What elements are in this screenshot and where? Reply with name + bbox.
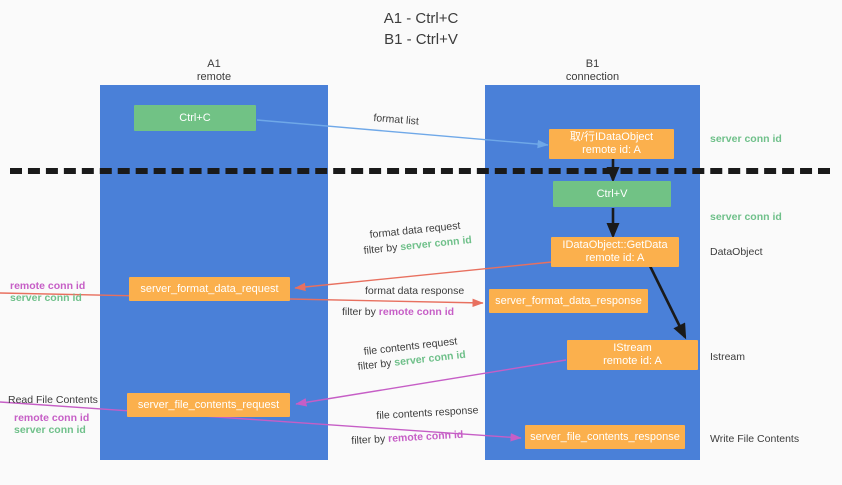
- right-label-server-conn-id-2: server conn id: [710, 211, 782, 223]
- left-label-remote-conn-id-1: remote conn id: [10, 280, 86, 292]
- label-format-list: format list: [372, 111, 420, 128]
- right-label-server-conn-id-1: server conn id: [710, 133, 782, 145]
- box-ctrl-c-line1: Ctrl+C: [179, 111, 211, 124]
- phase-separator: [10, 168, 830, 174]
- box-sfdresp-line1: server_format_data_response: [495, 294, 642, 307]
- box-server-file-contents-request[interactable]: server_file_contents_request: [127, 393, 290, 417]
- box-idataobject-getdata[interactable]: IDataObject::GetData remote id: A: [551, 237, 679, 267]
- left-label-server-conn-id-2: server conn id: [14, 424, 86, 436]
- box-sfcresp-line1: server_file_contents_response: [530, 430, 680, 443]
- filter-by-text-1: filter by: [363, 241, 398, 257]
- box-istream-line1: IStream: [613, 342, 652, 354]
- right-label-write-file-contents: Write File Contents: [710, 433, 800, 445]
- label-filter-by-remote-2: filter by remote conn id: [351, 428, 464, 448]
- filter-by-text-4: filter by: [351, 433, 386, 447]
- lane-a1-title: A1: [207, 58, 221, 70]
- filter-by-text-3: filter by: [357, 357, 393, 373]
- lane-header-b1: B1 connection: [485, 58, 700, 84]
- lane-b1-title: B1: [585, 58, 600, 70]
- label-filter-by-remote-1: filter by remote conn id: [342, 305, 454, 319]
- right-label-dataobject: DataObject: [710, 246, 763, 258]
- filter-by-text-2: filter by: [342, 306, 376, 318]
- box-set-idataobject-line1: 取/行IDataObject: [569, 131, 654, 143]
- box-getdata-line1: IDataObject::GetData: [562, 239, 668, 251]
- box-sfdreq-line1: server_format_data_request: [140, 282, 279, 295]
- box-ctrl-c[interactable]: Ctrl+C: [134, 105, 256, 131]
- box-ctrl-v[interactable]: Ctrl+V: [553, 181, 671, 207]
- box-server-format-data-response[interactable]: server_format_data_response: [489, 289, 648, 313]
- left-label-read-file-contents: Read File Contents: [8, 394, 98, 406]
- title-line-1: A1 - Ctrl+C: [383, 10, 459, 27]
- left-label-server-conn-id-1: server conn id: [10, 292, 82, 304]
- box-server-file-contents-response[interactable]: server_file_contents_response: [525, 425, 685, 449]
- remote-conn-id-inline-1: remote conn id: [378, 306, 455, 318]
- box-set-idataobject[interactable]: 取/行IDataObject remote id: A: [549, 129, 674, 159]
- right-label-istream: Istream: [710, 351, 746, 363]
- label-file-contents-response: file contents response: [376, 404, 479, 422]
- remote-conn-id-inline-2: remote conn id: [387, 428, 464, 445]
- box-sfcreq-line1: server_file_contents_request: [137, 398, 280, 411]
- lane-header-a1: A1 remote: [100, 58, 328, 84]
- box-server-format-data-request[interactable]: server_format_data_request: [129, 277, 290, 301]
- box-getdata-line2: remote id: A: [585, 252, 645, 264]
- box-istream[interactable]: IStream remote id: A: [567, 340, 698, 370]
- left-label-remote-conn-id-2: remote conn id: [14, 412, 90, 424]
- page-title: A1 - Ctrl+C B1 - Ctrl+V: [0, 8, 842, 50]
- label-format-data-response: format data response: [365, 285, 465, 297]
- title-line-2: B1 - Ctrl+V: [384, 31, 458, 48]
- lane-b1-subtitle: connection: [565, 71, 620, 83]
- box-set-idataobject-line2: remote id: A: [582, 144, 641, 156]
- box-istream-line2: remote id: A: [603, 355, 662, 367]
- lane-a1-subtitle: remote: [196, 71, 232, 83]
- box-ctrl-v-line1: Ctrl+V: [596, 187, 628, 200]
